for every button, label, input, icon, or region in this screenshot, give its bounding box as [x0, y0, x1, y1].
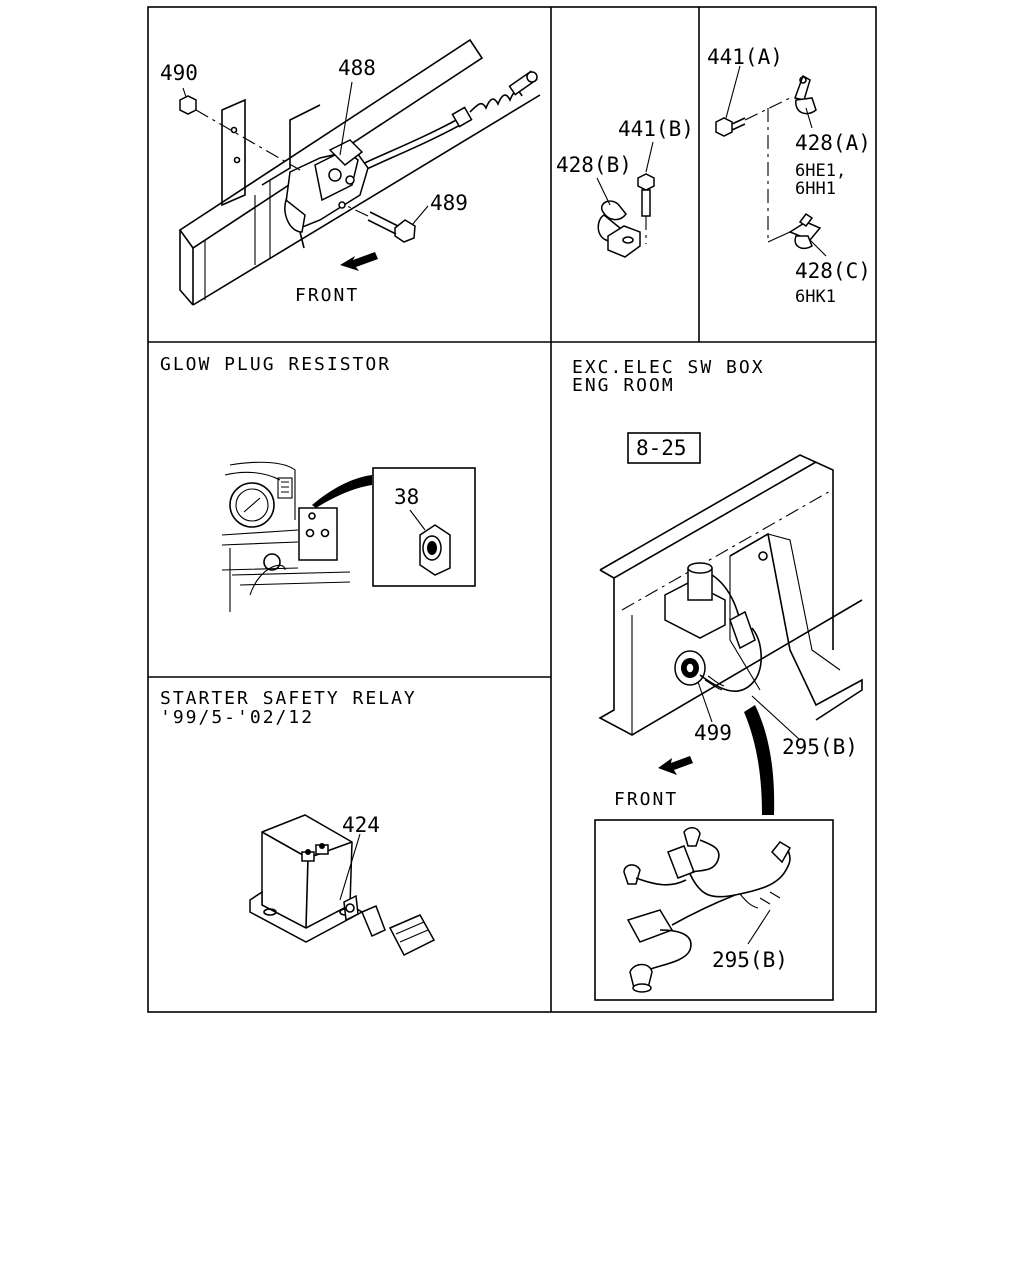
callout-489: 489: [430, 191, 468, 215]
panel-clip-428b: 441(B) 428(B): [556, 117, 694, 258]
starter-relay-date: '99/5-'02/12: [160, 707, 314, 728]
callout-490: 490: [160, 61, 198, 85]
front-arrow-elec-icon: [658, 756, 693, 775]
diagram-frame: [147, 6, 877, 1013]
detail-box-harness: [594, 819, 834, 1001]
glow-plug-title: GLOW PLUG RESISTOR: [160, 354, 391, 375]
elec-box-title: EXC.ELEC SW BOX: [572, 357, 765, 378]
pointer-arrow-icon: [312, 475, 372, 508]
callout-441a: 441(A): [707, 45, 783, 69]
callout-428a: 428(A): [795, 131, 871, 155]
panel-elec-sw-box: EXC.ELEC SW BOX ENG ROOM 8-25: [572, 357, 863, 1001]
front-label: FRONT: [295, 285, 359, 306]
note-6hk1: 6HK1: [795, 287, 836, 307]
bolt-489-drawing: [344, 204, 416, 243]
callout-441b: 441(B): [618, 117, 694, 141]
panel-starter-safety-relay: STARTER SAFETY RELAY '99/5-'02/12 424: [160, 688, 436, 957]
clip-428c-drawing: [788, 212, 822, 250]
detail-box-38: [372, 467, 476, 587]
callout-295b: 295(B): [782, 735, 858, 759]
bracket-assembly-drawing: [284, 139, 369, 249]
resistor-38-drawing: [409, 509, 451, 576]
front-arrow-icon: [340, 252, 378, 271]
grommet-499-drawing: [674, 650, 706, 686]
panel-glow-plug-resistor: GLOW PLUG RESISTOR 38: [160, 354, 476, 612]
switch-unit-drawing: [664, 562, 756, 650]
frame-rail-drawing: [178, 38, 541, 306]
panel-clip-428a-428c: 441(A) 428(A) 6HE1, 6HH1 428(C) 6HK1: [707, 45, 871, 307]
callout-38: 38: [394, 485, 419, 509]
callout-424: 424: [342, 813, 380, 837]
elec-box-subtitle: ENG ROOM: [572, 375, 675, 396]
callout-428c: 428(C): [795, 259, 871, 283]
relay-424-drawing: [249, 814, 436, 957]
harness-295b-drawing: [623, 827, 792, 993]
frame-crossmember-drawing: [598, 454, 863, 736]
note-6he1: 6HE1,: [795, 161, 846, 181]
clip-428a-drawing: [794, 74, 817, 115]
bolt-441a-drawing: [715, 97, 791, 137]
panel-cable-bracket: 490 488 489 FRONT: [160, 38, 541, 306]
clip-428b-drawing: [597, 200, 641, 258]
ref-box-8-25: [627, 432, 701, 464]
starter-relay-title: STARTER SAFETY RELAY: [160, 688, 417, 709]
nut-490-drawing: [179, 95, 301, 171]
note-6hh1: 6HH1: [795, 179, 836, 199]
bolt-441b-drawing: [637, 173, 655, 244]
callout-488: 488: [338, 56, 376, 80]
pointer-arrow-elec-icon: [744, 705, 775, 815]
callout-428b: 428(B): [556, 153, 632, 177]
throttle-cable-drawing: [349, 70, 538, 177]
callout-295b-detail: 295(B): [712, 948, 788, 972]
front-label-elec: FRONT: [614, 789, 678, 810]
ref-8-25-label: 8-25: [636, 436, 687, 460]
dashboard-drawing: [221, 461, 351, 612]
callout-499: 499: [694, 721, 732, 745]
